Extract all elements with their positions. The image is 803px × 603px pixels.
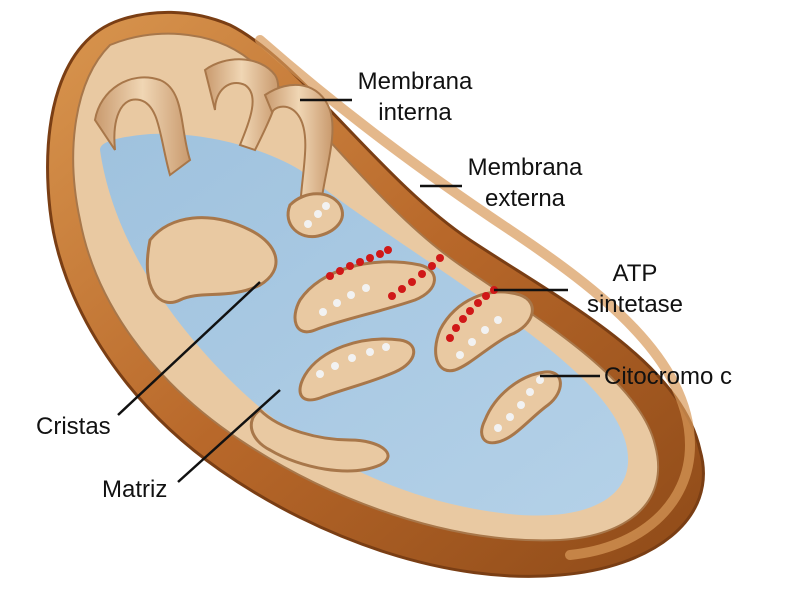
- label-matriz: Matriz: [102, 474, 202, 505]
- label-membrana-externa-line1: Membrana: [466, 152, 584, 183]
- label-membrana-externa-line2: externa: [466, 183, 584, 214]
- label-cristas: Cristas: [36, 411, 136, 442]
- label-atp-sintetase-line1: ATP: [580, 258, 690, 289]
- label-matriz-text: Matriz: [102, 474, 202, 505]
- label-membrana-externa: Membrana externa: [466, 152, 584, 214]
- label-membrana-interna-line2: interna: [356, 97, 474, 128]
- label-membrana-interna-line1: Membrana: [356, 66, 474, 97]
- label-citocromo-c: Citocromo c: [604, 361, 794, 392]
- label-atp-sintetase: ATP sintetase: [580, 258, 690, 320]
- label-atp-sintetase-line2: sintetase: [580, 289, 690, 320]
- label-membrana-interna: Membrana interna: [356, 66, 474, 128]
- label-citocromo-c-text: Citocromo c: [604, 361, 794, 392]
- label-cristas-text: Cristas: [36, 411, 136, 442]
